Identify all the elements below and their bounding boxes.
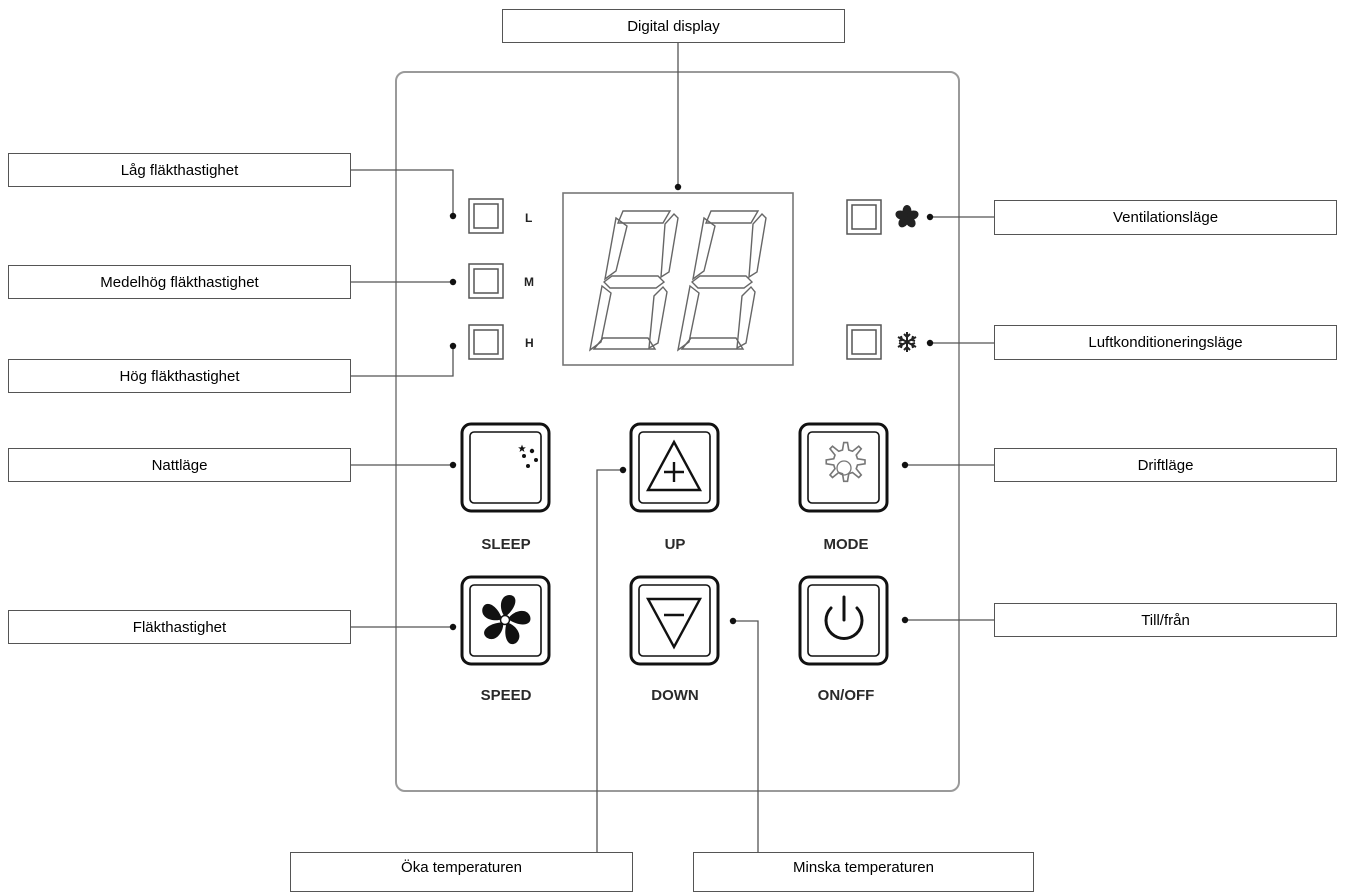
power-icon — [824, 595, 864, 640]
led-high — [468, 324, 504, 360]
callout-ventilation-mode: Ventilationsläge — [994, 200, 1337, 235]
speed-button-label: SPEED — [480, 687, 532, 704]
callout-on-off-text: Till/från — [1141, 611, 1190, 629]
leader-increase-temp — [596, 469, 623, 852]
on-off-button-label: ON/OFF — [817, 687, 875, 704]
callout-medium-fan-speed-text: Medelhög fläkthastighet — [100, 273, 259, 291]
up-button-label: UP — [664, 536, 686, 553]
callout-digital-display-text: Digital display — [627, 17, 720, 35]
led-low — [468, 198, 504, 234]
up-button[interactable] — [629, 422, 720, 513]
speed-button[interactable] — [460, 575, 551, 666]
callout-fan-speed: Fläkthastighet — [8, 610, 351, 644]
sleep-button-label: SLEEP — [481, 536, 531, 553]
leader-decrease-temp — [733, 620, 759, 852]
moon-stars-icon — [490, 444, 538, 485]
callout-high-fan-speed-text: Hög fläkthastighet — [119, 367, 240, 385]
callout-medium-fan-speed: Medelhög fläkthastighet — [8, 265, 351, 299]
callout-night-mode-text: Nattläge — [151, 456, 208, 474]
leader-dots — [449, 183, 934, 631]
down-button[interactable] — [629, 575, 720, 666]
sleep-button[interactable] — [460, 422, 551, 513]
led-medium-label: M — [524, 275, 534, 289]
triangle-plus-icon — [645, 439, 703, 492]
callout-fan-speed-text: Fläkthastighet — [132, 618, 227, 636]
mode-button-label: MODE — [823, 536, 869, 553]
callout-ac-mode: Luftkonditioneringsläge — [994, 325, 1337, 360]
gear-icon — [825, 441, 866, 483]
callout-operation-mode-text: Driftläge — [1137, 456, 1194, 474]
seven-segment-digit-2 — [676, 210, 767, 352]
callout-low-fan-speed-text: Låg fläkthastighet — [120, 161, 239, 179]
fan-icon — [482, 595, 531, 644]
callout-decrease-temp: Minska temperaturen — [693, 852, 1034, 892]
ventilation-fan-icon — [895, 205, 919, 228]
leader-lines — [350, 43, 995, 852]
callout-high-fan-speed: Hög fläkthastighet — [8, 359, 351, 393]
led-low-label: L — [525, 211, 533, 225]
led-ventilation — [846, 199, 882, 235]
callout-ventilation-mode-text: Ventilationsläge — [1112, 209, 1219, 226]
snowflake-icon — [897, 332, 917, 352]
callout-operation-mode: Driftläge — [994, 448, 1337, 482]
callout-night-mode: Nattläge — [8, 448, 351, 482]
seven-segment-digit-1 — [588, 210, 679, 352]
digital-display — [562, 192, 794, 366]
callout-decrease-temp-text: Minska temperaturen — [793, 859, 934, 876]
callout-on-off: Till/från — [994, 603, 1337, 637]
led-medium — [468, 263, 504, 299]
leader-low-fan — [350, 169, 454, 216]
triangle-minus-icon — [645, 597, 703, 650]
led-ac — [846, 324, 882, 360]
on-off-button[interactable] — [798, 575, 889, 666]
mode-button[interactable] — [798, 422, 889, 513]
callout-increase-temp-text: Öka temperaturen — [401, 859, 522, 876]
callout-ac-mode-text: Luftkonditioneringsläge — [1088, 334, 1243, 351]
callout-low-fan-speed: Låg fläkthastighet — [8, 153, 351, 187]
leader-high-fan — [350, 346, 454, 377]
callout-digital-display: Digital display — [502, 9, 845, 43]
callout-increase-temp: Öka temperaturen — [290, 852, 633, 892]
led-high-label: H — [525, 336, 534, 350]
down-button-label: DOWN — [651, 687, 699, 704]
